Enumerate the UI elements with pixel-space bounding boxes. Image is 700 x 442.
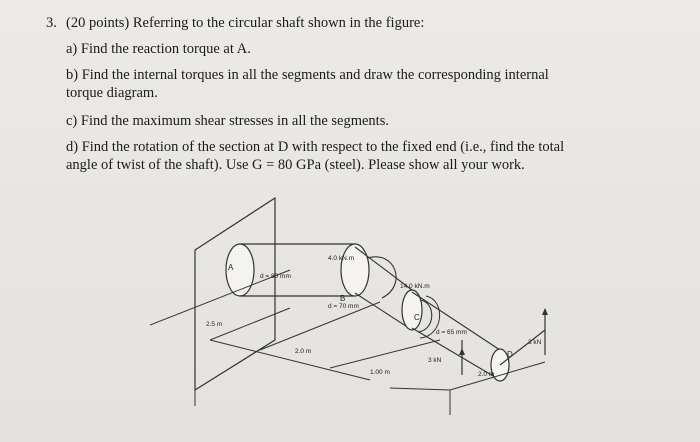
- axis-line: [150, 269, 291, 326]
- diameter-bc: d = 70 mm: [328, 303, 359, 310]
- torque-c-label: 14.0 kN.m: [400, 283, 430, 290]
- torque-b-arrow: [367, 256, 397, 299]
- label-a: A: [228, 263, 234, 272]
- part-b-line-2: torque diagram.: [66, 85, 158, 101]
- force-left-label: 3 kN: [428, 357, 442, 364]
- force-left-arrowhead: [459, 348, 465, 355]
- shaft-segment-bc: [340, 243, 413, 331]
- torque-c-arrow-outer: [419, 295, 441, 339]
- fixed-wall: [194, 196, 276, 392]
- part-c: c) Find the maximum shear stresses in al…: [66, 113, 389, 129]
- label-c: C: [414, 313, 420, 322]
- length-bc: 2.0 m: [295, 348, 311, 355]
- label-b: B: [340, 294, 345, 303]
- problem-header: (20 points) Referring to the circular sh…: [66, 15, 425, 31]
- label-d: D: [507, 350, 513, 359]
- shaft-segment-ab: [225, 243, 355, 297]
- length-arm: 2.0 m: [478, 371, 494, 378]
- dimension-line-d: [389, 387, 451, 391]
- shaft-segment-cd: [401, 289, 510, 382]
- part-d-line-1: d) Find the rotation of the section at D…: [66, 139, 565, 155]
- length-ab: 2.5 m: [206, 321, 222, 328]
- length-cd: 1.00 m: [370, 369, 390, 376]
- force-right-label: 3 kN: [528, 339, 542, 346]
- force-right-arrowhead: [542, 308, 548, 315]
- torque-b-label: 4.0 kN.m: [328, 255, 354, 262]
- shaft-figure: A B C D d = 80 mm d = 70 mm d = 65 mm 4.…: [150, 196, 548, 415]
- problem-number: 3.: [46, 15, 57, 31]
- dimension-line-ab: [209, 307, 291, 341]
- dimension-line-arm: [449, 361, 546, 391]
- lever-arm: [499, 329, 546, 366]
- part-b-line-1: b) Find the internal torques in all the …: [66, 67, 549, 83]
- dimension-line-lower: [209, 339, 371, 381]
- dimension-line-bc: [259, 301, 381, 351]
- torque-c-arrow: [417, 299, 433, 333]
- diameter-cd: d = 65 mm: [436, 329, 467, 336]
- part-a: a) Find the reaction torque at A.: [66, 41, 251, 57]
- diameter-ab: d = 80 mm: [260, 273, 291, 280]
- dimension-line-cd: [329, 339, 441, 369]
- part-d-line-2: angle of twist of the shaft). Use G = 80…: [66, 157, 525, 173]
